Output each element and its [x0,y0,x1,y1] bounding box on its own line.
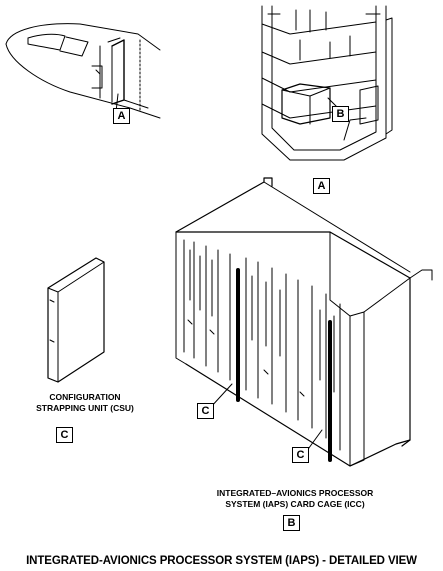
icc-label-line1: INTEGRATED–AVIONICS PROCESSOR [216,488,374,498]
icc-label-line2: SYSTEM (IAPS) CARD CAGE (ICC) [225,499,365,509]
view-b-label: B [283,515,300,531]
view-a-label: A [313,178,330,194]
equipment-rack-illustration [261,5,393,161]
view-b-callout: B [332,106,349,122]
view-a-callout: A [113,108,130,124]
view-c-label: C [56,427,73,443]
view-c-callout: C [197,403,214,419]
figure-title: INTEGRATED-AVIONICS PROCESSOR SYSTEM (IA… [26,555,417,567]
configuration-strapping-unit-illustration [47,257,105,383]
view-c-callout: C [292,447,309,463]
csu-label-line2: STRAPPING UNIT (CSU) [36,403,134,413]
csu-label-line1: CONFIGURATION [49,392,121,402]
card-cage-illustration [175,177,433,467]
aircraft-nose-illustration [5,23,161,119]
